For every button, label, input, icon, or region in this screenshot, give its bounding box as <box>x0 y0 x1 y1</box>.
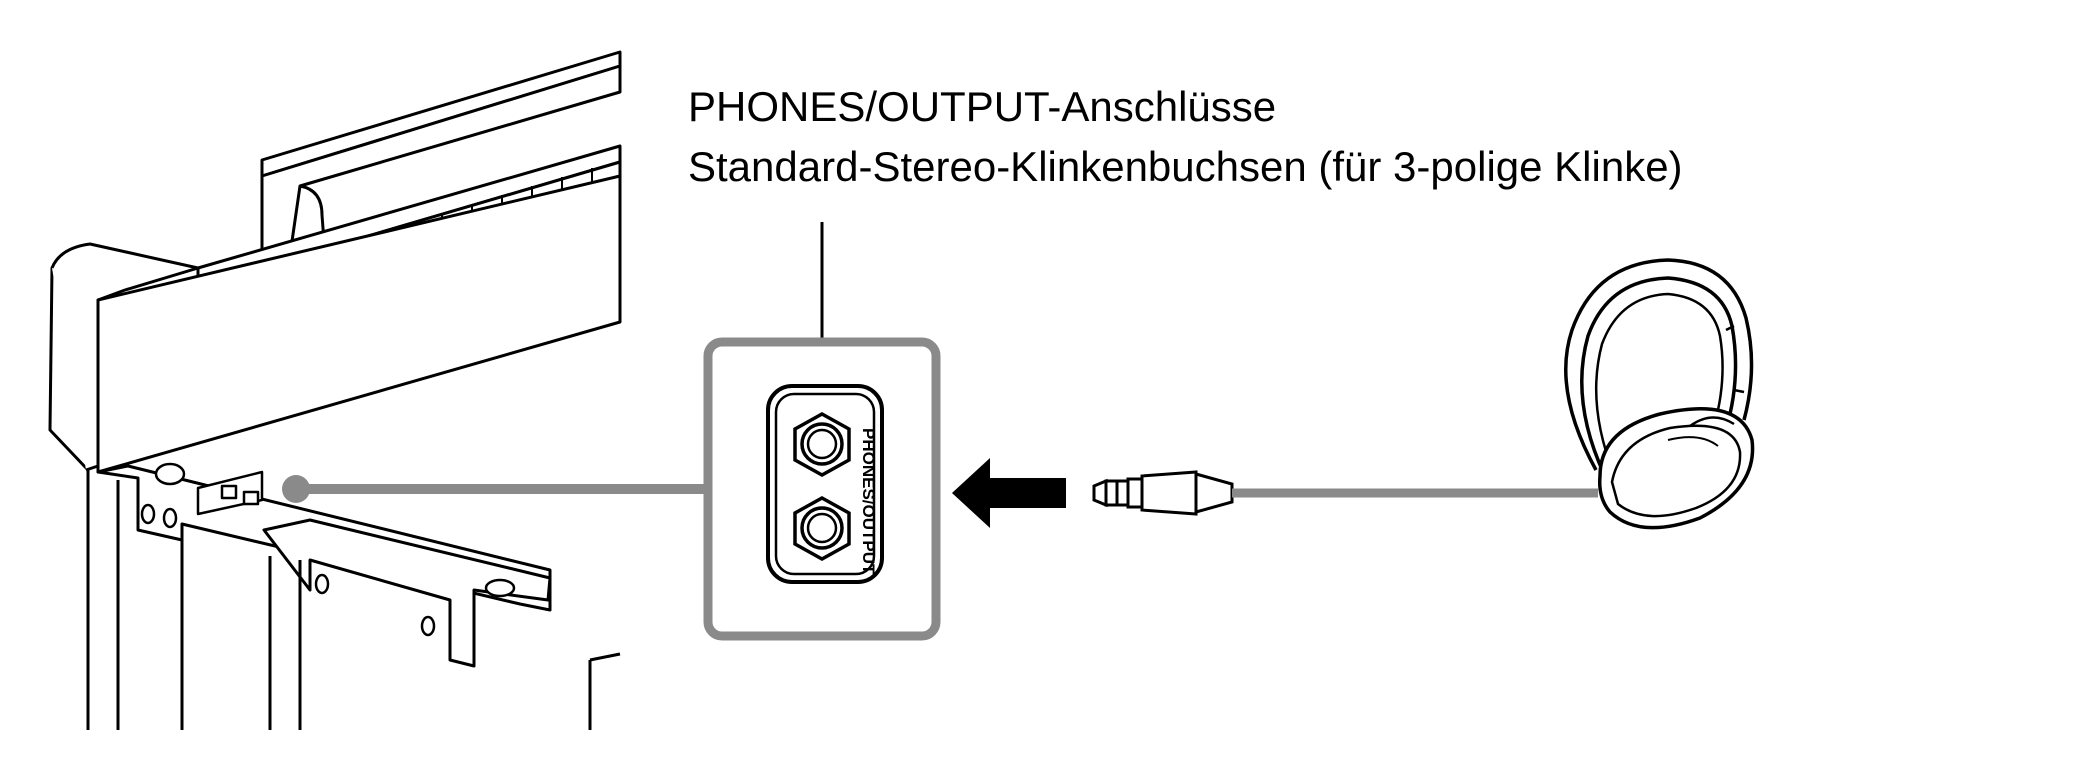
piano-crop-mask <box>622 0 658 771</box>
insert-arrow-icon <box>952 458 1066 528</box>
jack-label: PHONES/OUTPUT <box>859 428 878 575</box>
callout-dot <box>282 475 310 503</box>
phones-jack-2[interactable] <box>793 495 851 562</box>
piano-lid-edge <box>299 184 327 256</box>
jack-panel-zoom: PHONES/OUTPUT <box>703 337 941 641</box>
piano-jack-box <box>196 470 264 516</box>
callout-connector <box>282 475 706 503</box>
piano-front-rail <box>96 174 622 474</box>
piano-leg-right <box>298 560 621 730</box>
caption-title: PHONES/OUTPUT-Anschlüsse <box>688 83 1277 130</box>
headphone-plug-icon <box>1092 470 1234 516</box>
piano-bracket-lower <box>262 518 552 668</box>
caption-subtitle: Standard-Stereo-Klinkenbuchsen (für 3-po… <box>688 143 1683 190</box>
phones-jack-1[interactable] <box>793 411 851 478</box>
headphone-highlight <box>1667 436 1719 447</box>
piano-leg-front <box>180 540 272 730</box>
piano-illustration <box>48 50 622 730</box>
piano-cheek-top <box>50 242 200 472</box>
piano-fallboard <box>260 50 622 178</box>
headphones-icon <box>1564 258 1755 530</box>
piano-screw-holes <box>140 462 516 637</box>
